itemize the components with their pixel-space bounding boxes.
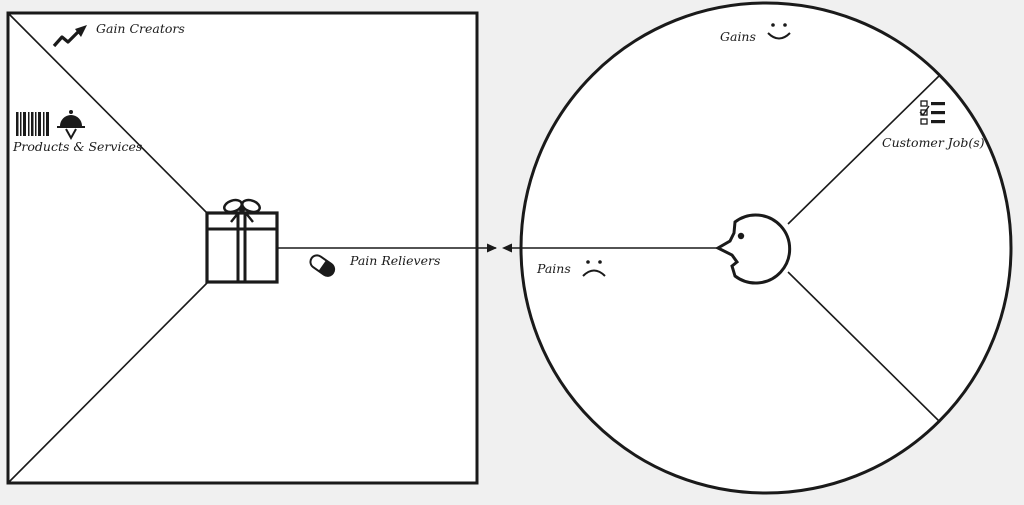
trend-up-icon <box>52 25 87 48</box>
pill-icon <box>309 254 336 277</box>
arrow-icon <box>487 243 497 253</box>
arrow-icon <box>502 243 512 253</box>
customer-profile-divider-bottom <box>787 271 940 422</box>
gains-label: Gains <box>720 29 756 44</box>
barcode-icon <box>16 112 49 136</box>
value-map-divider-bottom <box>8 281 209 483</box>
products-services-label: Products & Services <box>13 139 143 154</box>
customer-profile-divider-top <box>787 74 941 225</box>
pains-label: Pains <box>537 261 571 276</box>
pain-relievers-label: Pain Relievers <box>350 253 441 268</box>
value-map <box>6 11 497 485</box>
service-cloche-icon <box>57 110 85 141</box>
customer-head-icon <box>714 213 792 285</box>
smile-icon <box>767 23 791 40</box>
frown-icon <box>582 260 606 277</box>
customer-jobs-label: Customer Job(s) <box>882 135 985 150</box>
checklist-icon <box>919 100 945 125</box>
customer-profile <box>502 1 1013 495</box>
gain-creators-label: Gain Creators <box>96 21 185 36</box>
value-map-divider-top <box>8 13 209 215</box>
gift-icon <box>205 198 279 284</box>
